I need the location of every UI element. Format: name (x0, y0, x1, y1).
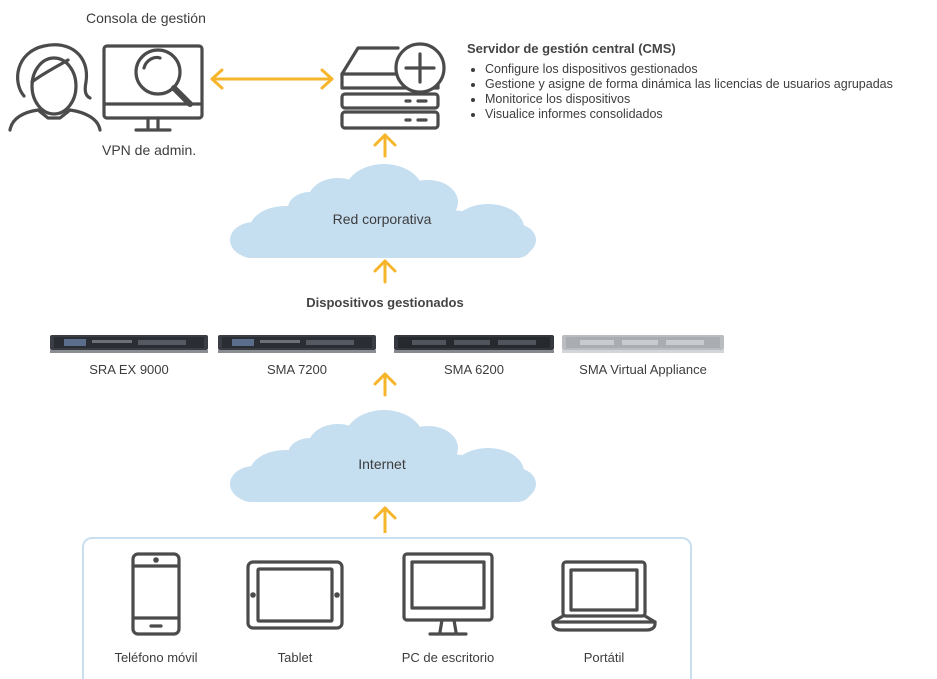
vpn-label: VPN de admin. (102, 142, 197, 158)
cms-title: Servidor de gestión central (CMS) (467, 41, 676, 56)
managed-devices-title: Dispositivos gestionados (306, 295, 464, 310)
double-arrow-icon (210, 68, 334, 90)
cms-feature-item: Visualice informes consolidados (485, 107, 893, 122)
corporate-network-cloud-icon (230, 164, 536, 258)
appliance-sma-virtual (562, 331, 724, 355)
rack-appliance-icon (50, 335, 208, 353)
internet-cloud-icon (230, 410, 536, 502)
arrow-up-icon (373, 133, 397, 158)
end-device-label: Teléfono móvil (114, 650, 198, 665)
cms-feature-list: Configure los dispositivos gestionados G… (467, 62, 893, 122)
server-add-icon (340, 42, 446, 130)
arrow-up-icon (373, 259, 397, 284)
cms-feature-item: Gestione y asigne de forma dinámica las … (485, 77, 893, 92)
end-device-label: PC de escritorio (401, 650, 495, 665)
appliance-label: SMA 6200 (444, 362, 504, 377)
rack-appliance-icon (218, 335, 376, 353)
rack-appliance-icon (394, 335, 554, 353)
appliance-sra-ex-9000 (50, 331, 208, 355)
end-device-label: Tablet (277, 650, 313, 665)
desktop-monitor-icon (402, 552, 494, 636)
appliance-label: SMA Virtual Appliance (579, 362, 707, 377)
appliance-sma-7200 (218, 331, 376, 355)
arrow-up-icon (373, 506, 397, 533)
end-device-label: Portátil (583, 650, 625, 665)
appliance-label: SRA EX 9000 (89, 362, 169, 377)
end-devices-frame (82, 537, 692, 679)
console-title: Consola de gestión (86, 10, 206, 26)
rack-appliance-icon (562, 335, 724, 353)
tablet-icon (246, 560, 344, 630)
internet-label: Internet (358, 456, 406, 472)
laptop-icon (551, 560, 657, 632)
corporate-network-label: Red corporativa (332, 211, 432, 227)
appliance-label: SMA 7200 (267, 362, 327, 377)
appliance-sma-6200 (394, 331, 554, 355)
monitor-search-icon (102, 44, 204, 132)
cms-feature-item: Monitorice los dispositivos (485, 92, 893, 107)
mobile-phone-icon (131, 552, 181, 636)
admin-user-icon (8, 43, 102, 132)
arrow-up-icon (373, 372, 397, 397)
cms-feature-item: Configure los dispositivos gestionados (485, 62, 893, 77)
